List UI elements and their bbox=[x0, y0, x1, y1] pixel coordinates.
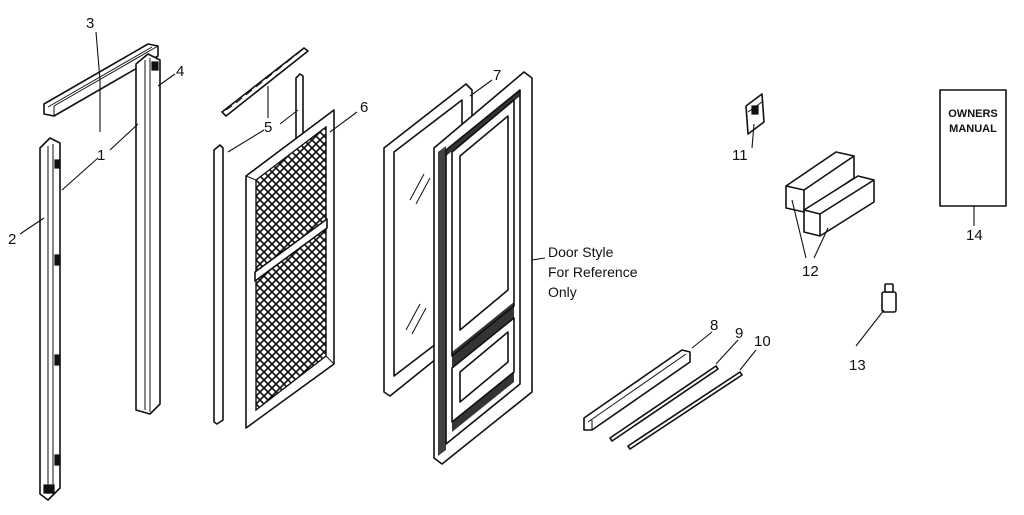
part-12-blocks bbox=[785, 151, 875, 237]
callout-labels: 1 2 3 4 5 6 7 8 9 10 11 12 13 14 bbox=[8, 15, 983, 374]
note-line-3: Only bbox=[548, 284, 577, 300]
callout-13: 13 bbox=[849, 357, 866, 374]
part-11-latch-plate bbox=[745, 93, 765, 135]
callout-12: 12 bbox=[802, 263, 819, 280]
part-2-frame-rail bbox=[39, 137, 61, 501]
callout-10: 10 bbox=[754, 333, 771, 350]
part-8-sweep bbox=[583, 349, 691, 431]
callout-3: 3 bbox=[86, 15, 94, 32]
callout-4: 4 bbox=[176, 63, 184, 80]
callout-2: 2 bbox=[8, 231, 16, 248]
part-10-strip bbox=[627, 371, 743, 450]
door-style-note: Door Style For Reference Only bbox=[548, 244, 638, 300]
callout-5: 5 bbox=[264, 119, 272, 136]
part-14-owners-manual: OWNERS MANUAL bbox=[939, 89, 1007, 207]
callout-7: 7 bbox=[493, 67, 501, 84]
callout-11: 11 bbox=[732, 147, 748, 164]
callout-6: 6 bbox=[360, 99, 368, 116]
leader-lines bbox=[19, 31, 975, 371]
callout-9: 9 bbox=[735, 325, 743, 342]
manual-title-line2: MANUAL bbox=[949, 123, 997, 135]
note-line-1: Door Style bbox=[548, 244, 614, 260]
callout-14: 14 bbox=[966, 227, 983, 244]
callout-1: 1 bbox=[97, 147, 105, 164]
manual-title-line1: OWNERS bbox=[948, 108, 998, 120]
part-13-bottle bbox=[881, 283, 897, 313]
part-4-frame-rail bbox=[135, 53, 161, 415]
callout-8: 8 bbox=[710, 317, 718, 334]
part-6-screen-panel bbox=[245, 109, 335, 429]
part-9-strip bbox=[609, 365, 719, 442]
door-frame bbox=[433, 71, 533, 465]
note-line-2: For Reference bbox=[548, 264, 638, 280]
